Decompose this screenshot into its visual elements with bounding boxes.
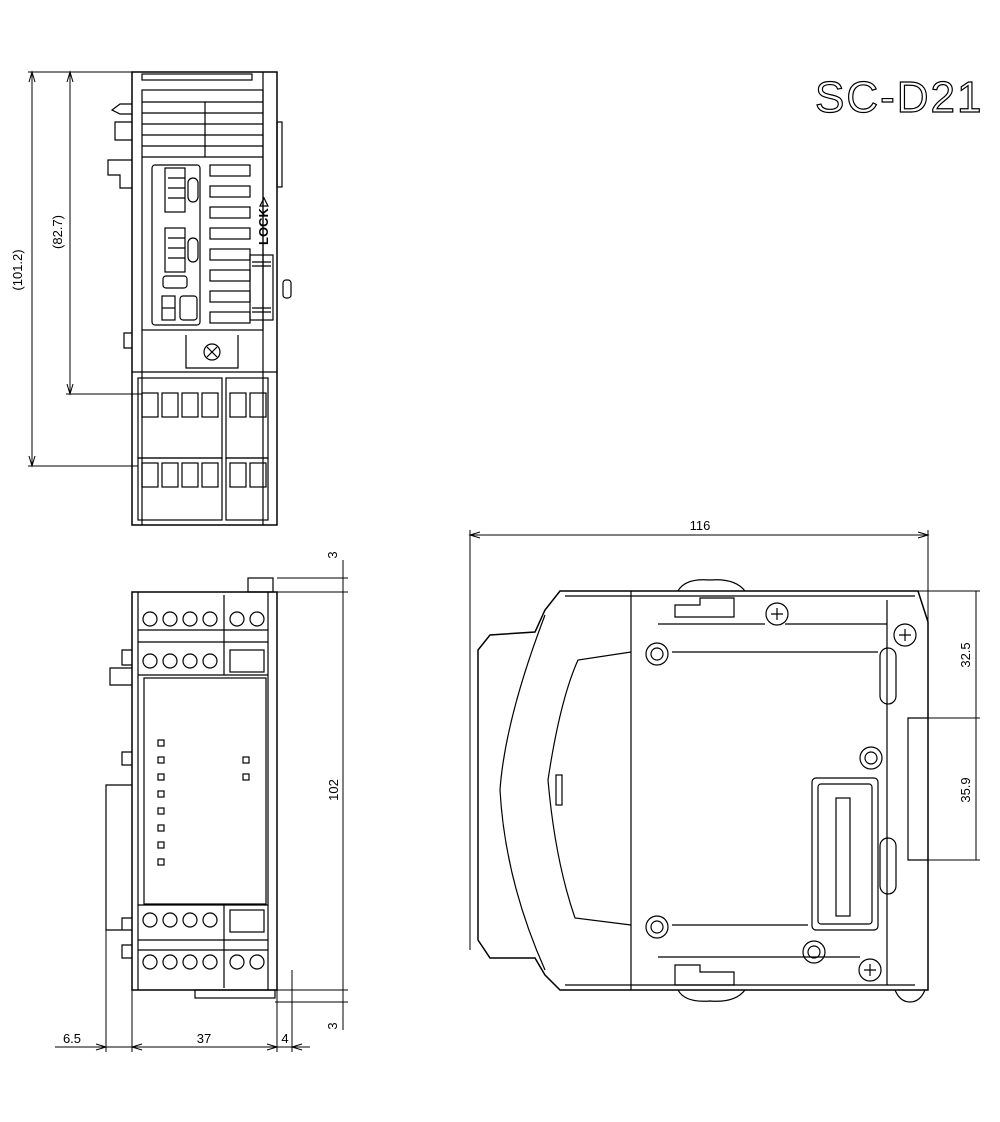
lock-triangle-icon <box>259 196 269 207</box>
screw-icon <box>203 343 221 361</box>
latch-bottom[interactable] <box>674 964 735 986</box>
terminal-block-lower-right <box>225 457 269 521</box>
terminal-holes-lower <box>141 462 267 488</box>
top-body-outline <box>131 71 278 526</box>
led-indicators <box>157 739 250 866</box>
terminal-block-upper-left <box>137 377 223 459</box>
connector-slot <box>835 797 851 917</box>
dim-left-protrusion: 6.5 <box>63 1031 81 1046</box>
vent-slots <box>142 101 263 158</box>
dim-right-protrusion: 4 <box>281 1031 288 1046</box>
connector-housing <box>811 777 879 931</box>
dim-top-offset: 3 <box>325 551 340 558</box>
dim-terminal-height: (82.7) <box>50 215 65 249</box>
side-view: 116 32.5 35.9 <box>468 518 980 1003</box>
dim-overall-height: (101.2) <box>10 249 25 290</box>
terminal-screws-top <box>142 611 265 673</box>
phillips-screw-icon <box>765 602 917 982</box>
dip-switch-panel <box>151 164 201 326</box>
dim-bottom-offset: 3 <box>325 1022 340 1029</box>
mounting-hole <box>645 915 669 939</box>
dip-switch-1[interactable] <box>164 167 186 213</box>
dim-rail: 35.9 <box>958 777 973 802</box>
dip-switch-2[interactable] <box>164 227 186 273</box>
lock-lever[interactable] <box>249 254 274 321</box>
model-title: SC-D21 <box>815 73 984 122</box>
dim-upper-to-rail: 32.5 <box>958 642 973 667</box>
terminal-block-upper-right <box>225 377 269 459</box>
lock-label: LOCK <box>256 208 271 245</box>
mounting-hole <box>645 642 669 666</box>
terminal-screws-bottom <box>142 909 265 970</box>
dim-width: 37 <box>197 1031 211 1046</box>
terminal-holes-upper <box>141 392 267 418</box>
arrow-icon <box>162 275 188 289</box>
terminal-block-lower-left <box>137 457 223 521</box>
dim-height: 102 <box>326 779 341 801</box>
status-slots <box>209 164 251 324</box>
top-view: LOCK (101 <box>10 70 292 526</box>
latch-top[interactable] <box>674 597 735 618</box>
front-panel <box>143 677 267 905</box>
dim-depth: 116 <box>690 518 711 533</box>
front-view: 3 102 3 6.5 37 4 <box>55 551 348 1052</box>
front-body-outline <box>131 591 278 991</box>
top-front-panel <box>141 89 264 331</box>
